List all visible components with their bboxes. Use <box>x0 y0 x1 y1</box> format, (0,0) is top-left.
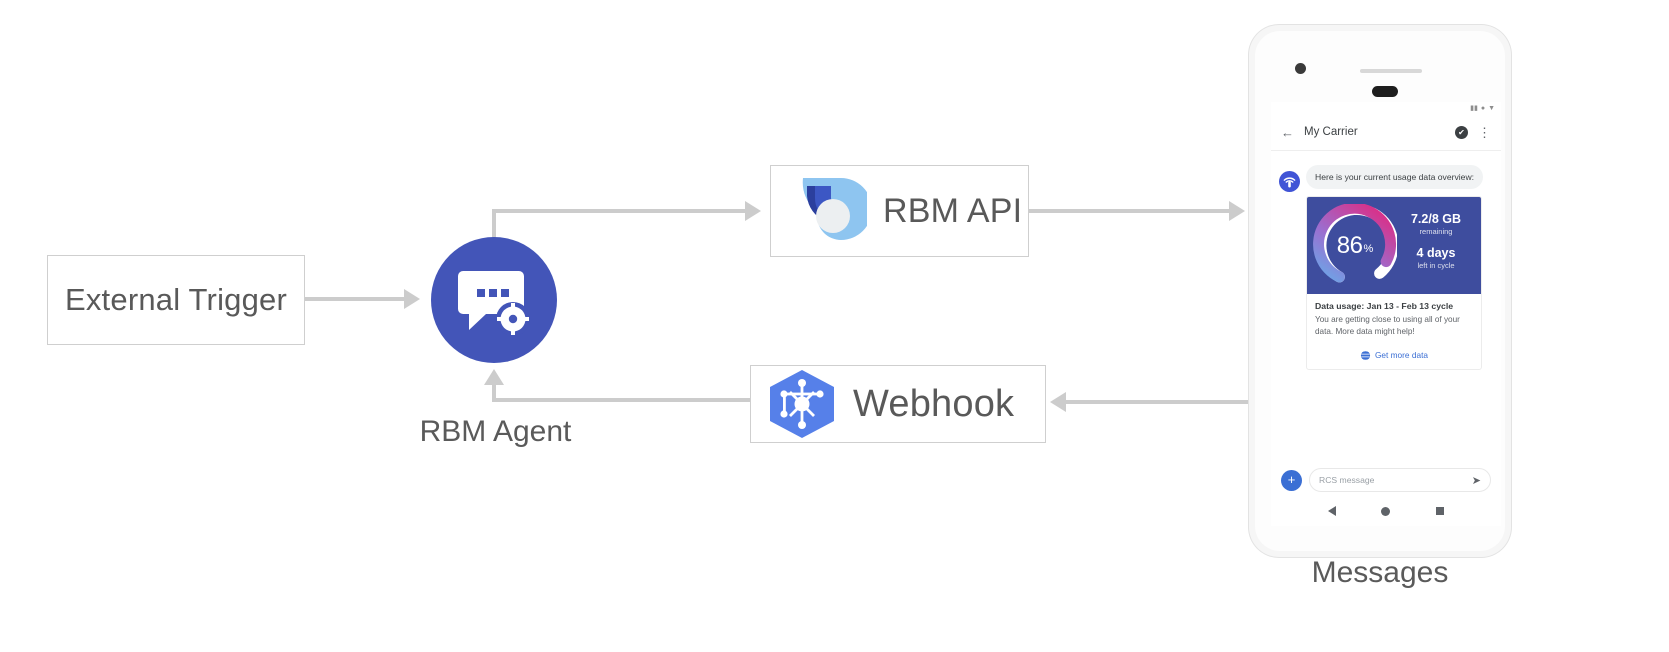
connector-webhook-to-agent <box>492 398 750 402</box>
attach-button[interactable]: + <box>1281 469 1302 491</box>
battery-icon: ▼ <box>1488 104 1495 112</box>
rich-card[interactable]: 86 % 7.2/8 GB remaining 4 days left in c… <box>1306 196 1482 370</box>
external-trigger-label: External Trigger <box>64 282 288 317</box>
connector-webhook-up <box>492 385 496 402</box>
back-icon[interactable]: ← <box>1281 124 1294 140</box>
verified-sender-icon[interactable]: ✔ <box>1455 125 1468 139</box>
rbm-agent-icon <box>458 271 530 335</box>
connector-agent-up <box>492 209 496 255</box>
arrowhead-phone-to-webhook <box>1050 392 1066 412</box>
recents-nav-icon[interactable] <box>1436 507 1445 515</box>
rich-card-title: Data usage: Jan 13 - Feb 13 cycle <box>1315 301 1454 311</box>
message-incoming: Here is your current usage data overview… <box>1279 165 1493 192</box>
webhook-node[interactable]: Webhook <box>750 365 1046 443</box>
rbm-api-node[interactable]: RBM API <box>770 165 1029 257</box>
usage-stats: 7.2/8 GB remaining 4 days left in cycle <box>1397 212 1475 280</box>
connector-phone-to-webhook <box>1066 400 1251 404</box>
get-more-data-button[interactable]: Get more data <box>1307 343 1481 369</box>
phone-body: ▮▮ ● ▼ ← My Carrier ✔ ⋮ <box>1255 31 1505 551</box>
conversation-thread: Here is your current usage data overview… <box>1271 151 1501 370</box>
arrowhead-webhook-to-agent <box>484 369 504 385</box>
rbm-api-label: RBM API <box>883 191 1023 230</box>
app-bar: ← My Carrier ✔ ⋮ <box>1271 114 1501 151</box>
phone-screen: ▮▮ ● ▼ ← My Carrier ✔ ⋮ <box>1271 102 1501 526</box>
arrowhead-agent-to-api <box>745 201 761 221</box>
earpiece-speaker <box>1372 86 1398 97</box>
arrowhead-api-to-phone <box>1229 201 1245 221</box>
home-nav-icon[interactable] <box>1381 506 1391 516</box>
conversation-title: My Carrier <box>1304 126 1358 138</box>
days-left-value: 4 days <box>1416 245 1456 260</box>
android-navbar <box>1271 496 1501 526</box>
gauge-unit: % <box>1363 243 1374 255</box>
rich-card-description: You are getting close to using all of yo… <box>1315 315 1460 336</box>
usage-gauge: 86 % <box>1313 202 1399 288</box>
incoming-bubble-text: Here is your current usage data overview… <box>1306 165 1484 190</box>
rbm-api-icon <box>802 178 867 240</box>
gauge-value-group: 86 % <box>1313 204 1397 288</box>
rbm-agent-node[interactable] <box>431 237 557 363</box>
connector-trigger-to-agent <box>305 297 404 301</box>
external-trigger-node[interactable]: External Trigger <box>47 255 305 345</box>
messages-label: Messages <box>1311 556 1449 589</box>
gauge-arc-icon <box>1313 202 1399 282</box>
data-remaining-label: remaining <box>1419 226 1453 236</box>
gauge-value: 86 <box>1336 231 1363 259</box>
connector-api-to-phone <box>1029 209 1229 213</box>
agent-avatar <box>1279 171 1300 192</box>
connector-agent-to-api <box>492 209 745 213</box>
back-nav-icon[interactable] <box>1327 506 1336 516</box>
rbm-agent-label: RBM Agent <box>419 415 572 448</box>
front-camera-icon <box>1295 63 1306 74</box>
sensor-strip <box>1360 69 1422 73</box>
arrowhead-trigger-to-agent <box>404 289 420 309</box>
days-left-label: left in cycle <box>1417 260 1455 270</box>
get-more-data-label: Get more data <box>1374 350 1429 361</box>
status-bar: ▮▮ ● ▼ <box>1271 102 1501 114</box>
wifi-icon: ● <box>1480 104 1486 112</box>
webhook-icon <box>770 370 834 438</box>
rcs-message-placeholder: RCS message <box>1319 475 1375 485</box>
send-icon[interactable]: ➤ <box>1471 474 1481 487</box>
rich-card-body: Data usage: Jan 13 - Feb 13 cycle You ar… <box>1307 294 1481 343</box>
data-remaining-value: 7.2/8 GB <box>1410 211 1462 226</box>
rcs-message-input[interactable]: RCS message ➤ <box>1309 468 1491 492</box>
overflow-menu-icon[interactable]: ⋮ <box>1478 124 1491 140</box>
rcs-agent-icon <box>1283 177 1296 188</box>
rich-card-media: 86 % 7.2/8 GB remaining 4 days left in c… <box>1307 197 1481 294</box>
phone-mockup: ▮▮ ● ▼ ← My Carrier ✔ ⋮ <box>1249 25 1511 557</box>
webhook-label: Webhook <box>853 382 1015 425</box>
globe-icon <box>1359 350 1371 361</box>
message-composer: + RCS message ➤ <box>1271 468 1501 492</box>
signal-icon: ▮▮ <box>1470 104 1478 112</box>
